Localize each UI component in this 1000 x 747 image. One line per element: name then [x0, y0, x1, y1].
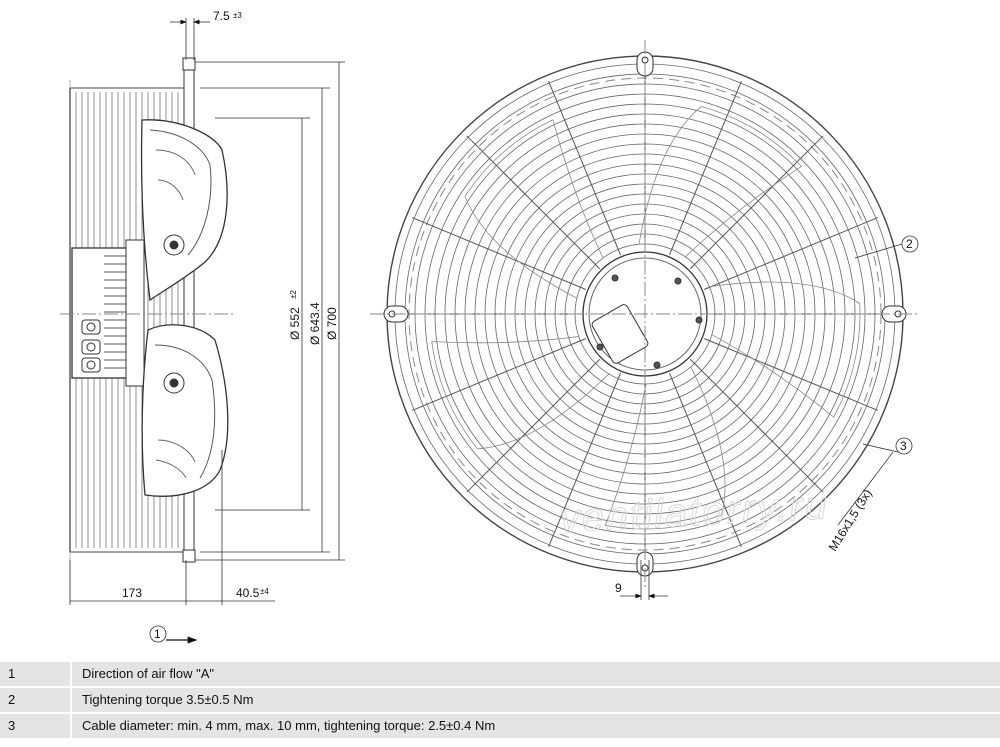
watermark: ventilatorry.ru	[559, 483, 830, 541]
side-dimensions	[69, 18, 345, 605]
callout-2-number: 2	[906, 237, 913, 251]
cable-glands	[81, 319, 101, 373]
dim-depth: 173	[122, 586, 142, 600]
dim-offset-tol: ±4	[260, 587, 269, 596]
thread-label: M16x1,5 (3x)	[826, 487, 875, 554]
impeller-blades	[431, 106, 861, 530]
dim-slot-width: 9	[615, 581, 622, 595]
legend-row: 2 Tightening torque 3.5±0.5 Nm	[0, 688, 1000, 712]
dim-diameter-552-tol: ±2	[289, 290, 298, 299]
callout-3-number: 3	[900, 439, 907, 453]
callout-3	[837, 437, 913, 526]
legend-number: 3	[0, 714, 72, 738]
airflow-callout-number: 1	[154, 627, 161, 641]
legend-text: Cable diameter: min. 4 mm, max. 10 mm, t…	[82, 718, 496, 733]
technical-drawing: 7.5 ±3 173 40.5 ±4 Ø 552 ±2 Ø 643.4 Ø 70…	[60, 9, 920, 644]
terminal-box	[591, 304, 649, 364]
dim-diameter-643: Ø 643.4	[308, 302, 322, 345]
airflow-callout	[149, 625, 198, 644]
legend-row: 3 Cable diameter: min. 4 mm, max. 10 mm,…	[0, 714, 1000, 738]
legend-number: 1	[0, 662, 72, 686]
side-view	[60, 57, 235, 600]
dim-diameter-700: Ø 700	[325, 307, 339, 340]
dim-offset: 40.5	[236, 586, 260, 600]
dim-slot	[620, 560, 668, 600]
legend-text: Direction of air flow "A"	[82, 666, 215, 681]
dim-top-flange: 7.5	[213, 9, 230, 23]
callout-2	[854, 235, 919, 259]
dim-top-flange-tol: ±3	[233, 11, 242, 20]
legend-number: 2	[0, 688, 72, 712]
dim-diameter-552: Ø 552	[288, 307, 302, 340]
drawing-canvas: 7.5 ±3 173 40.5 ±4 Ø 552 ±2 Ø 643.4 Ø 70…	[60, 9, 920, 644]
legend-text: Tightening torque 3.5±0.5 Nm	[82, 692, 254, 707]
front-view	[370, 40, 920, 590]
legend-table: 1 Direction of air flow "A" 2 Tightening…	[0, 662, 1000, 740]
legend-row: 1 Direction of air flow "A"	[0, 662, 1000, 686]
